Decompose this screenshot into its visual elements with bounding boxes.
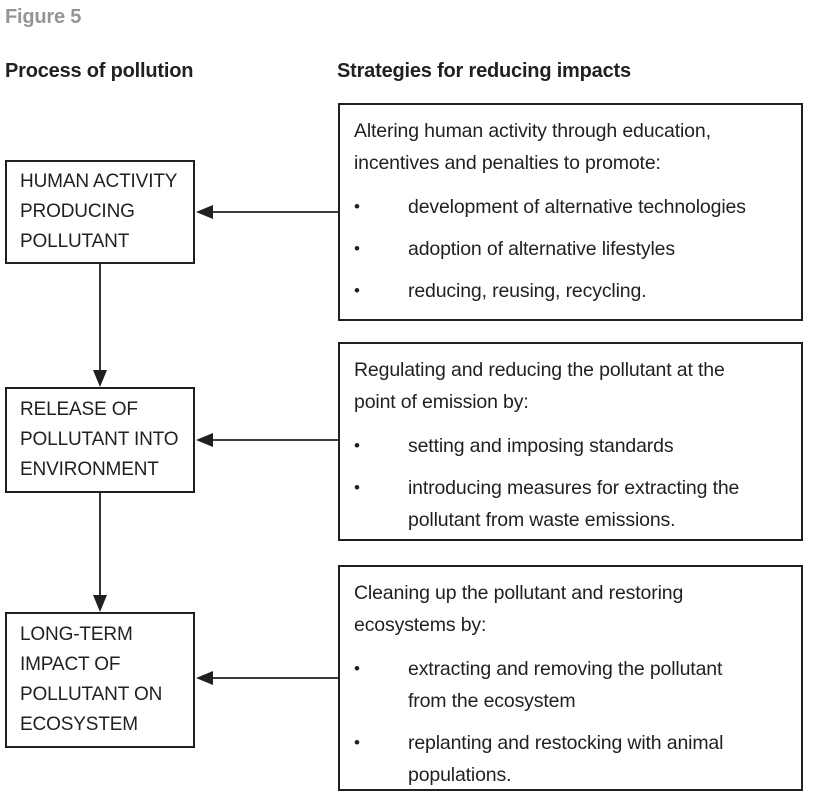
process-box-release-of-pollutant-label: RELEASE OF POLLUTANT INTO ENVIRONMENT: [20, 399, 179, 480]
arrow-left-1-head-icon: [196, 205, 213, 219]
right-column-header: Strategies for reducing impacts: [337, 60, 631, 82]
bullet-text: setting and imposing standards: [408, 435, 674, 457]
bullet-text: introducing measures for extracting the …: [408, 477, 740, 531]
process-box-release-of-pollutant: RELEASE OF POLLUTANT INTO ENVIRONMENT: [5, 387, 195, 493]
strategy-box-altering-human-activity: Altering human activity through educatio…: [338, 103, 803, 321]
bullet-dot-icon: •: [354, 733, 360, 752]
bullet-dot-icon: •: [354, 659, 360, 678]
bullet-item: • introducing measures for extracting th…: [354, 472, 789, 536]
strategy-box-1-intro: Altering human activity through educatio…: [354, 120, 711, 174]
figure-label: Figure 5: [5, 6, 82, 28]
bullet-item: • replanting and restocking with animal …: [354, 727, 789, 791]
arrow-left-3-head-icon: [196, 671, 213, 685]
strategy-box-1-bullet-list: • development of alternative technologie…: [354, 191, 789, 307]
process-box-human-activity: HUMAN ACTIVITY PRODUCING POLLUTANT: [5, 160, 195, 264]
bullet-item: • development of alternative technologie…: [354, 191, 789, 223]
bullet-text: reducing, reusing, recycling.: [408, 280, 647, 302]
left-column-header: Process of pollution: [5, 60, 194, 82]
strategy-box-3-bullet-list: • extracting and removing the pollutant …: [354, 653, 789, 791]
bullet-dot-icon: •: [354, 436, 360, 455]
strategy-box-2-intro: Regulating and reducing the pollutant at…: [354, 359, 725, 413]
bullet-item: • reducing, reusing, recycling.: [354, 275, 789, 307]
strategy-box-3-intro: Cleaning up the pollutant and restoring …: [354, 582, 684, 636]
bullet-item: • extracting and removing the pollutant …: [354, 653, 789, 717]
process-box-long-term-impact: LONG-TERM IMPACT OF POLLUTANT ON ECOSYST…: [5, 612, 195, 748]
process-box-long-term-impact-label: LONG-TERM IMPACT OF POLLUTANT ON ECOSYST…: [20, 624, 163, 735]
bullet-dot-icon: •: [354, 281, 360, 300]
bullet-text: adoption of alternative lifestyles: [408, 238, 675, 260]
arrow-down-2-head-icon: [93, 595, 107, 612]
bullet-item: • adoption of alternative lifestyles: [354, 233, 789, 265]
arrow-left-2-head-icon: [196, 433, 213, 447]
bullet-text: extracting and removing the pollutant fr…: [408, 658, 723, 712]
strategy-box-2-bullet-list: • setting and imposing standards • intro…: [354, 430, 789, 536]
bullet-item: • setting and imposing standards: [354, 430, 789, 462]
bullet-text: replanting and restocking with animal po…: [408, 732, 724, 786]
strategy-box-cleaning-up: Cleaning up the pollutant and restoring …: [338, 565, 803, 791]
bullet-dot-icon: •: [354, 239, 360, 258]
arrow-down-1-head-icon: [93, 370, 107, 387]
process-box-human-activity-label: HUMAN ACTIVITY PRODUCING POLLUTANT: [20, 171, 178, 252]
bullet-text: development of alternative technologies: [408, 196, 746, 218]
bullet-dot-icon: •: [354, 197, 360, 216]
bullet-dot-icon: •: [354, 478, 360, 497]
strategy-box-regulating-and-reducing: Regulating and reducing the pollutant at…: [338, 342, 803, 541]
